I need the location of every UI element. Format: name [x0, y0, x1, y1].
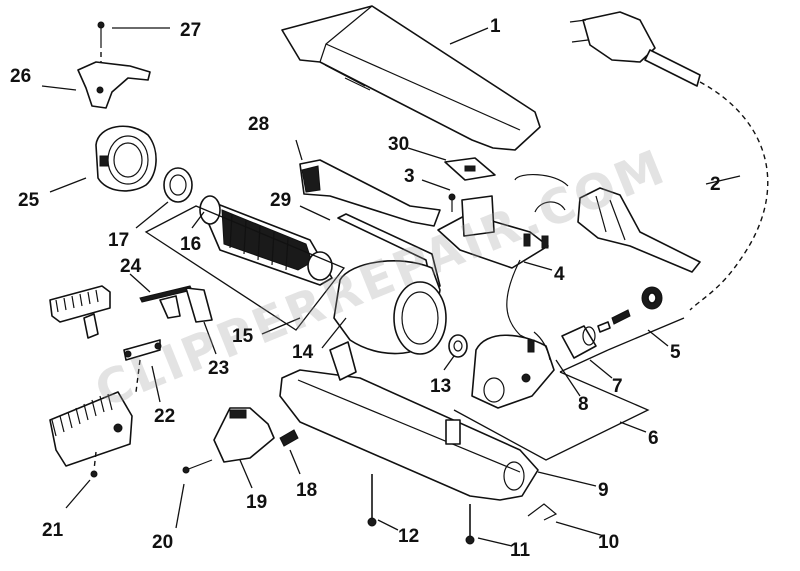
- callout-14: 14: [292, 342, 314, 363]
- callout-6: 6: [648, 428, 659, 449]
- wire-8-part: [533, 331, 551, 361]
- callout-17: 17: [108, 230, 129, 251]
- bearing-13-part: [448, 334, 468, 358]
- callout-10: 10: [598, 532, 619, 553]
- switch-assembly-part: [437, 174, 569, 346]
- callout-19: 19: [246, 492, 267, 513]
- callout-3: 3: [404, 166, 415, 187]
- callout-24: 24: [120, 256, 142, 277]
- callout-29: 29: [270, 190, 291, 211]
- callout-9: 9: [598, 480, 609, 501]
- screw-12-part: [367, 474, 377, 527]
- callout-13: 13: [430, 376, 451, 397]
- bracket-part: [77, 61, 151, 109]
- group-brackets: [144, 205, 685, 461]
- callout-26: 26: [10, 66, 31, 87]
- callout-11: 11: [510, 540, 531, 561]
- callout-16: 16: [180, 234, 201, 255]
- power-cord-part: [569, 11, 769, 311]
- callout-7: 7: [612, 376, 623, 397]
- leader-lines: [41, 27, 741, 547]
- hinge-part: [213, 407, 275, 463]
- callout-1: 1: [490, 16, 501, 37]
- front-ring-part: [95, 125, 157, 192]
- lever-part: [299, 159, 441, 227]
- screw-11-part: [465, 504, 475, 545]
- screw-3-part: [448, 193, 456, 212]
- bottom-housing-part: [279, 341, 539, 501]
- armature-part: [199, 195, 333, 286]
- callout-27: 27: [180, 20, 201, 41]
- gear-pin-part: [597, 286, 663, 333]
- spring-18-part: [279, 429, 299, 447]
- callout-15: 15: [232, 326, 254, 347]
- spring-bar-part: [337, 213, 441, 289]
- callout-28: 28: [248, 114, 269, 135]
- bushing-part: [561, 325, 597, 359]
- callout-2: 2: [710, 174, 721, 195]
- clip-part: [527, 503, 558, 521]
- callout-22: 22: [154, 406, 175, 427]
- screw-27-part: [97, 21, 105, 68]
- upper-blade-part: [49, 285, 111, 339]
- bearing-17-part: [163, 167, 193, 203]
- callout-21: 21: [42, 520, 64, 541]
- screw-20-part: [182, 459, 213, 474]
- callout-numbers: 1 2 3 4 5 6 7 8 9 10 11 12 13 14 15 16 1…: [10, 16, 721, 561]
- callout-20: 20: [152, 532, 173, 553]
- rear-housing-part: [471, 334, 555, 409]
- blade-spring-part: [123, 285, 213, 393]
- callout-30: 30: [388, 134, 409, 155]
- callout-5: 5: [670, 342, 681, 363]
- callout-18: 18: [296, 480, 317, 501]
- motor-can-part: [333, 260, 447, 355]
- top-cover-part: [281, 5, 541, 151]
- callout-4: 4: [554, 264, 565, 285]
- callout-12: 12: [398, 526, 419, 547]
- callout-23: 23: [208, 358, 229, 379]
- plate-part: [444, 157, 496, 181]
- callout-8: 8: [578, 394, 589, 415]
- callout-25: 25: [18, 190, 40, 211]
- lower-blade-part: [49, 391, 133, 478]
